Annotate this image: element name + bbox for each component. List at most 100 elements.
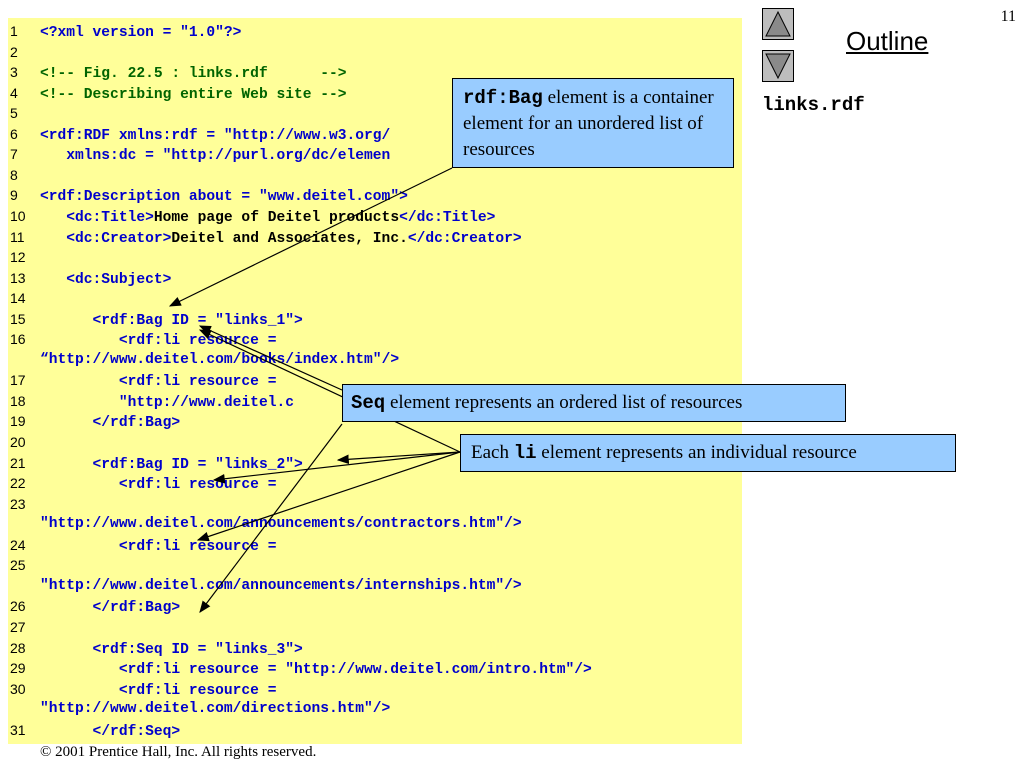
code-line: 5: [8, 103, 742, 123]
code-token: >: [293, 456, 303, 473]
line-number: 7: [10, 146, 18, 163]
code-line: 1<?xml version = "1.0"?>: [8, 21, 742, 41]
code-token: />: [574, 662, 592, 679]
line-number: 30: [10, 680, 26, 697]
code-token: >: [293, 312, 303, 329]
code-token: </dc:Creator>: [407, 230, 522, 247]
code-token: <rdf:Bag ID =: [40, 456, 216, 473]
seq-callout-text: element represents an ordered list of re…: [385, 392, 743, 413]
code-token: Deitel and Associates, Inc.: [171, 230, 408, 247]
triangle-up-icon: [765, 10, 791, 37]
code-token: >: [399, 189, 408, 206]
code-line: 3 <!-- Fig. 22.5 : links.rdf -->: [8, 62, 742, 82]
code-line: 19 </rdf:Bag>: [8, 411, 742, 431]
code-token: </rdf:Bag>: [40, 600, 181, 617]
line-number: 24: [10, 536, 26, 553]
code-token: <rdf:Description about =: [40, 189, 259, 206]
code-token: </dc:Title>: [399, 209, 496, 226]
code-token: <rdf:li resource =: [40, 538, 277, 555]
line-number: 23: [10, 495, 26, 512]
code-token: </rdf:Seq>: [40, 723, 181, 740]
line-number: 12: [10, 249, 26, 266]
code-token: xmlns:dc =: [40, 148, 163, 165]
code-line: 2: [8, 42, 742, 62]
code-line: 13 <dc:Subject>: [8, 268, 742, 288]
code-token: <rdf:li resource =: [40, 333, 277, 350]
next-slide-button[interactable]: [762, 50, 794, 82]
li-callout-pre: Each: [471, 442, 514, 463]
line-number: 11: [10, 228, 25, 245]
code-token: />: [372, 701, 391, 718]
line-number: 18: [10, 392, 26, 409]
line-number: 29: [10, 660, 26, 677]
code-line: 27: [8, 617, 742, 637]
code-line: 16 <rdf:li resource =: [8, 329, 742, 349]
code-line: 14: [8, 288, 742, 308]
code-line: 23: [8, 494, 742, 514]
code-line: 7 xmlns:dc = "http://purl.org/dc/elemen: [8, 144, 742, 164]
triangle-down-icon: [765, 53, 791, 80]
code-token: "http://purl.org/dc/elemen: [162, 148, 391, 165]
previous-slide-button[interactable]: [762, 8, 794, 40]
line-number: 26: [10, 598, 26, 615]
line-number: 20: [10, 434, 26, 450]
line-number: 17: [10, 372, 26, 389]
line-number: 15: [10, 310, 26, 327]
code-token: <rdf:li resource =: [40, 682, 277, 699]
code-line: "http://www.deitel.com/directions.htm"/>: [8, 699, 742, 719]
code-token: "http://www.deitel.com/directions.htm": [40, 701, 373, 718]
code-token: >: [293, 641, 303, 658]
line-number: 28: [10, 639, 26, 656]
code-token: />: [504, 516, 522, 533]
outline-title: Outline: [846, 26, 929, 56]
code-line: 12: [8, 247, 742, 267]
code-token: "http://www.w3.org/: [223, 127, 391, 144]
code-token: <!-- Fig. 22.5 : links.rdf -->: [40, 66, 347, 83]
code-token: "http://www.deitel.com/announcements/con…: [40, 516, 505, 533]
line-number: 5: [10, 105, 18, 122]
line-number: 3: [10, 64, 18, 81]
code-line: “http://www.deitel.com/books/index.htm"/…: [8, 350, 742, 370]
code-token: <!-- Describing entire Web site -->: [40, 86, 347, 103]
code-token: "links_3": [215, 641, 294, 658]
code-token: “http://www.deitel.com/books/index.htm": [40, 351, 382, 368]
code-token: "http://www.deitel.com/announcements/int…: [40, 577, 505, 594]
code-line: 8: [8, 165, 742, 185]
code-token: <dc:Subject>: [40, 271, 172, 288]
line-number: 1: [10, 23, 18, 39]
code-token: "http://www.deitel.com/intro.htm": [285, 662, 575, 679]
line-number: 9: [10, 187, 18, 204]
line-number: 16: [10, 331, 26, 348]
code-line: 26 </rdf:Bag>: [8, 596, 742, 616]
line-number: 21: [10, 454, 26, 471]
outline-filename: links.rdf: [762, 94, 865, 116]
line-number: 2: [10, 43, 18, 60]
code-token: "http://www.deitel.c: [40, 394, 294, 411]
code-line: 6<rdf:RDF xmlns:rdf = "http://www.w3.org…: [8, 124, 742, 144]
bag-callout-text: element is a container element for an un…: [463, 87, 714, 160]
code-line: 28 <rdf:Seq ID = "links_3">: [8, 638, 742, 658]
code-line: 31 </rdf:Seq>: [8, 720, 742, 740]
seq-callout: Seq element represents an ordered list o…: [342, 384, 846, 422]
code-line: 11 <dc:Creator>Deitel and Associates, In…: [8, 227, 742, 247]
code-token: <dc:Creator>: [40, 230, 172, 247]
seq-callout-code: Seq: [351, 392, 386, 414]
li-callout-text: element represents an individual resourc…: [536, 442, 857, 463]
bag-callout-code: rdf:Bag: [463, 87, 543, 109]
li-callout: Each li element represents an individual…: [460, 434, 956, 472]
code-token: </rdf:Bag>: [40, 415, 181, 432]
code-line: 4 <!-- Describing entire Web site -->: [8, 83, 742, 103]
code-token: />: [381, 351, 400, 368]
line-number: 4: [10, 84, 18, 101]
line-number: 27: [10, 618, 26, 635]
code-line: 24 <rdf:li resource =: [8, 535, 742, 555]
code-token: <rdf:li resource =: [40, 477, 277, 494]
code-line: 9 <rdf:Description about = "www.deitel.co…: [8, 185, 742, 205]
code-line: "http://www.deitel.com/announcements/con…: [8, 514, 742, 534]
code-token: "www.deitel.com": [258, 189, 400, 206]
code-line: 22 <rdf:li resource =: [8, 473, 742, 493]
slide-number: 11: [1000, 8, 1016, 25]
code-line: "http://www.deitel.com/announcements/int…: [8, 576, 742, 596]
code-token: <dc:Title>: [40, 209, 154, 226]
li-callout-code: li: [513, 442, 537, 464]
